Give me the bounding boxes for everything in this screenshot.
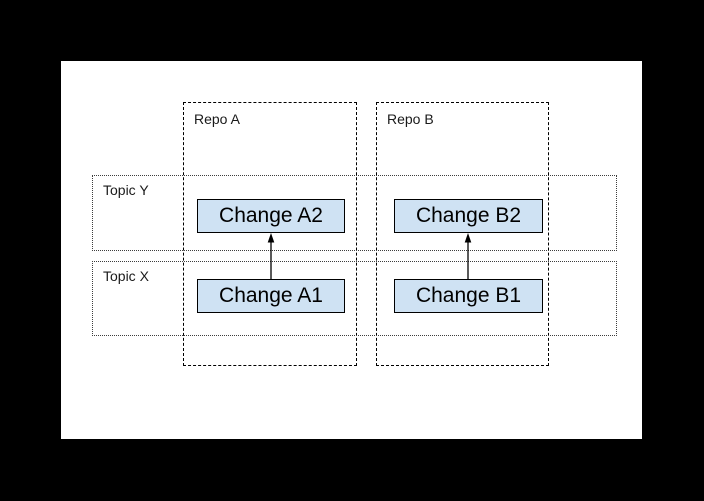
topic-x-lane: Topic X [92,261,617,336]
topic-x-label: Topic X [103,268,149,284]
arrow-a1-to-a2-icon [267,233,275,279]
repo-b-label: Repo B [387,111,434,127]
repo-a-label: Repo A [194,111,240,127]
topic-y-lane: Topic Y [92,175,617,251]
topic-y-label: Topic Y [103,182,149,198]
arrow-b1-to-b2-icon [464,233,472,279]
change-b1-box: Change B1 [394,279,543,313]
repo-a-container: Repo A [183,102,357,366]
change-b2-box: Change B2 [394,199,543,233]
repo-b-container: Repo B [376,102,549,366]
diagram-canvas: Repo A Repo B Topic Y Topic X Change A2 … [61,61,642,439]
change-a2-box: Change A2 [197,199,345,233]
change-a1-box: Change A1 [197,279,345,313]
